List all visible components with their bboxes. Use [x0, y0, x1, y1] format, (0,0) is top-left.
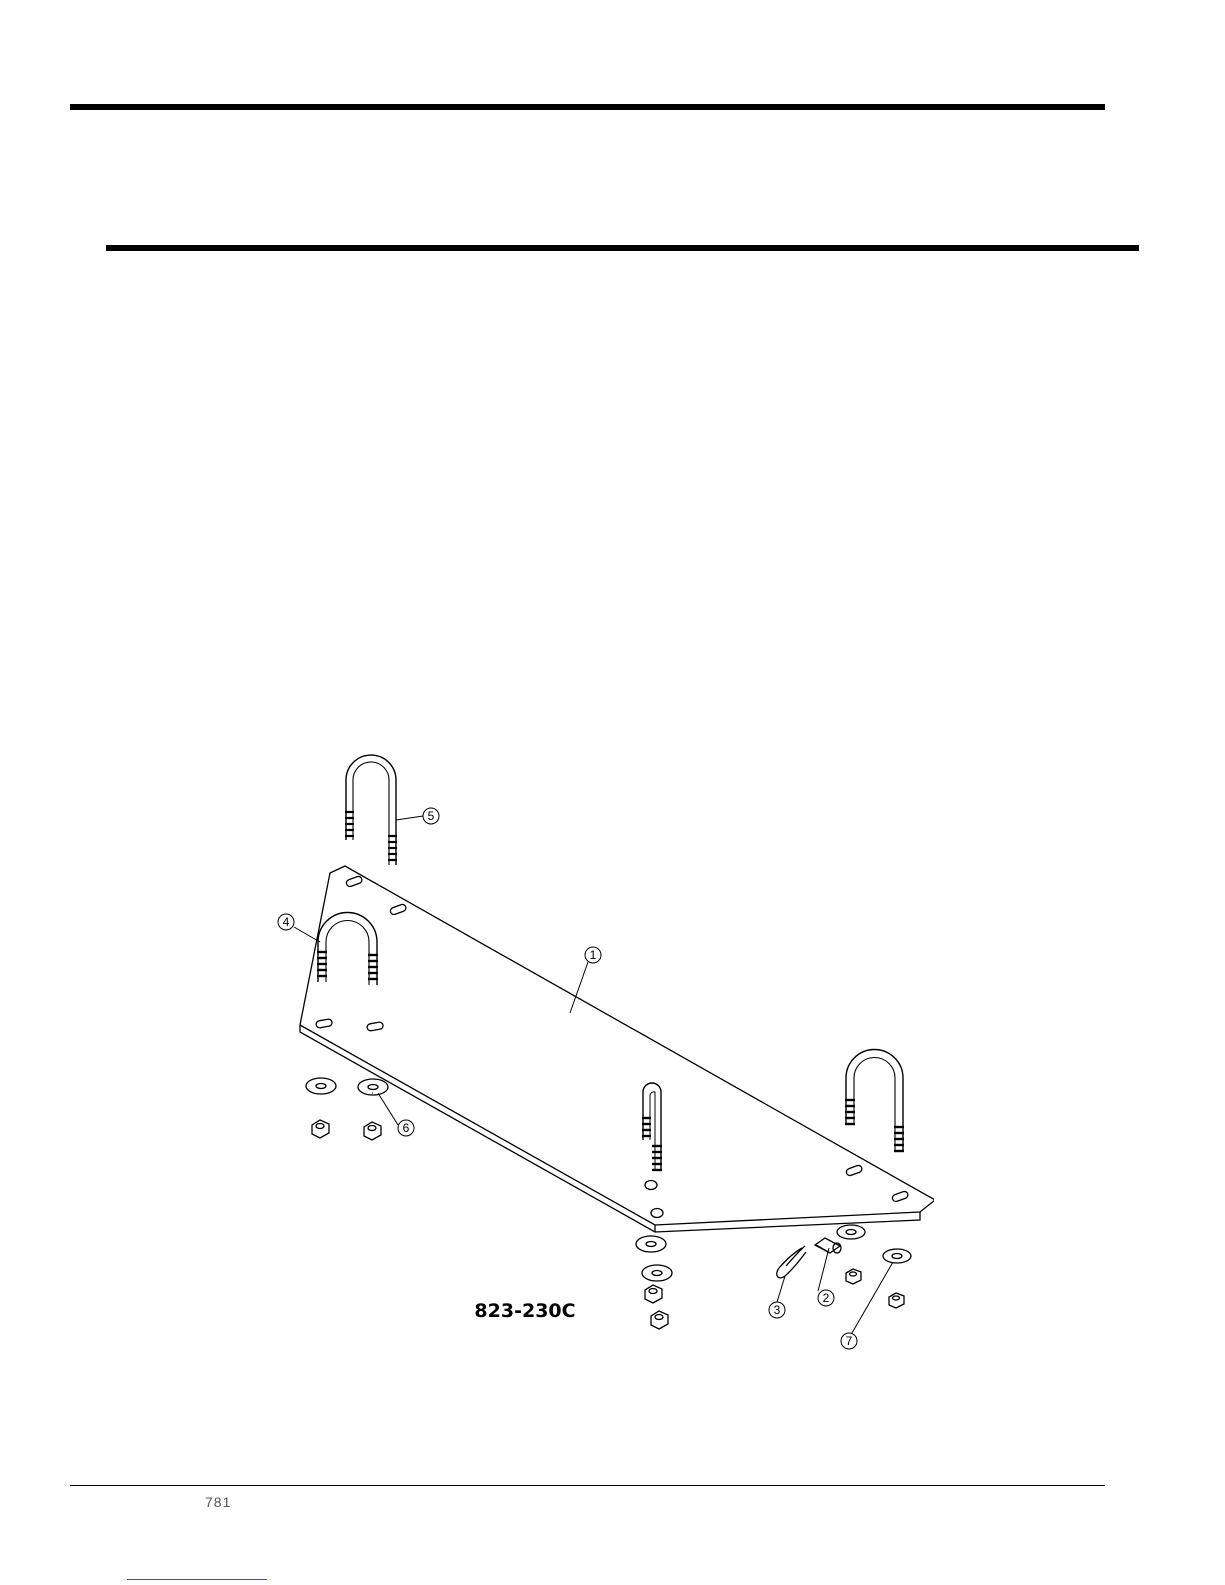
cotter-pin	[777, 1246, 806, 1278]
header-rule-top	[70, 104, 1105, 110]
callout-2: 2	[823, 1291, 830, 1305]
u-bolt-5	[345, 755, 397, 865]
footer-link-underline[interactable]	[127, 1579, 267, 1580]
callout-6: 6	[403, 1121, 410, 1135]
callout-5: 5	[428, 809, 435, 823]
header-rule-second	[106, 245, 1139, 251]
drawing-id: 823-230C	[474, 1300, 575, 1322]
callout-3: 3	[774, 1303, 781, 1317]
callout-1: 1	[590, 948, 597, 962]
footer-fragment: 781	[205, 1494, 231, 1510]
u-bolt-4	[317, 913, 378, 986]
callout-4: 4	[283, 915, 290, 929]
parts-diagram: 1 2 3 4 5 6 7 823-230C	[262, 745, 934, 1355]
footer-rule	[70, 1485, 1105, 1486]
u-bolt-right	[845, 1050, 904, 1153]
mounting-plate	[300, 866, 934, 1232]
callout-7: 7	[846, 1334, 853, 1348]
